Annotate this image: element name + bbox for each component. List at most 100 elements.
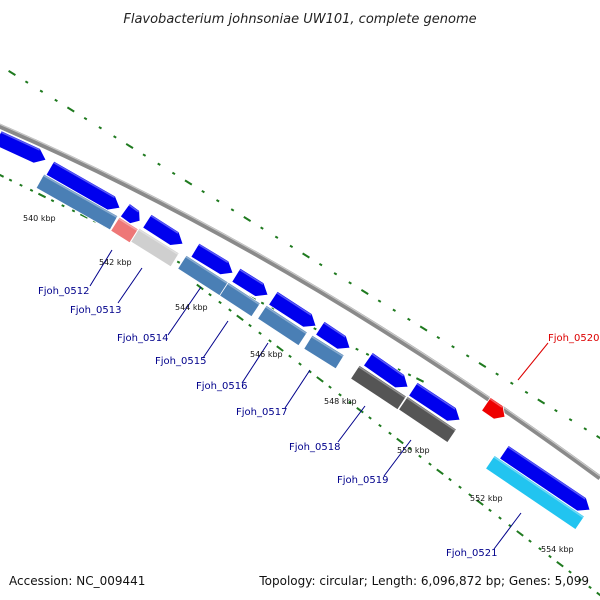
genome-backbone <box>0 123 600 481</box>
tick-mark <box>8 178 13 182</box>
gene-feature <box>119 202 141 225</box>
tick-mark <box>218 300 222 305</box>
gene-highlight <box>371 353 404 377</box>
tick-mark <box>396 437 404 445</box>
tick-mark <box>66 106 75 113</box>
tick-mark <box>298 362 302 366</box>
tick-mark <box>176 260 181 264</box>
tick-mark <box>377 299 382 303</box>
tick-mark <box>407 317 411 322</box>
tick-mark <box>318 262 323 267</box>
kbp-labels: 540 kbp 542 kbp 544 kbp 546 kbp 548 kbp … <box>23 214 574 554</box>
gene-highlight <box>185 255 228 285</box>
tick-mark <box>356 406 364 414</box>
tick-mark <box>0 173 5 178</box>
tick-mark <box>578 577 582 582</box>
gene-labels: Fjoh_0512 Fjoh_0513 Fjoh_0514 Fjoh_0515 … <box>38 286 599 559</box>
gene-highlight <box>42 174 118 218</box>
tick-mark <box>596 435 600 440</box>
label-leaders <box>89 249 549 550</box>
gene-highlight <box>493 455 585 519</box>
tick-mark <box>407 373 412 377</box>
kbp-label: 540 kbp <box>23 214 56 223</box>
leader-line <box>117 267 143 304</box>
tick-mark <box>415 377 425 383</box>
tick-mark <box>39 89 44 93</box>
gene-highlight <box>311 335 344 358</box>
tick-mark <box>19 183 23 187</box>
gene-features <box>0 130 591 531</box>
tick-mark <box>184 179 193 186</box>
tick-mark <box>348 400 352 405</box>
gene-feature <box>0 130 47 164</box>
gene-feature <box>480 396 506 420</box>
gene-label-fjoh-0513[interactable]: Fjoh_0513 <box>70 305 121 316</box>
tick-mark <box>419 325 428 332</box>
tick-mark <box>302 252 310 259</box>
tick-mark <box>554 408 558 413</box>
gene-feature <box>484 454 586 531</box>
tick-mark <box>8 70 16 76</box>
kbp-label: 552 kbp <box>470 494 503 503</box>
gene-highlight <box>416 382 456 410</box>
gene-feature <box>268 290 317 328</box>
gene-label-fjoh-0512[interactable]: Fjoh_0512 <box>38 286 89 297</box>
tick-mark <box>333 272 338 276</box>
tick-mark <box>271 306 275 310</box>
gene-label-fjoh-0520[interactable]: Fjoh_0520 <box>548 333 599 344</box>
gene-highlight <box>0 131 40 151</box>
tick-mark <box>348 281 352 285</box>
kbp-label: 554 kbp <box>541 545 574 554</box>
gene-feature <box>362 351 409 389</box>
tick-mark <box>83 116 88 121</box>
tick-mark <box>216 199 220 203</box>
tick-mark <box>79 213 89 219</box>
gene-label-fjoh-0514[interactable]: Fjoh_0514 <box>117 333 168 344</box>
tick-mark <box>397 368 401 372</box>
tick-mark <box>368 416 372 420</box>
tick-mark <box>436 335 441 340</box>
accession-text: Accession: NC_009441 <box>9 574 145 588</box>
tick-mark <box>54 98 58 103</box>
tick-mark <box>274 235 279 239</box>
map-title: Flavobacterium johnsoniae UW101, complet… <box>123 12 476 27</box>
gene-highlight <box>227 282 261 306</box>
tick-mark <box>288 354 292 359</box>
gene-feature <box>303 334 345 370</box>
tick-mark <box>355 347 359 351</box>
tick-mark <box>568 570 572 574</box>
gene-highlight <box>323 321 346 338</box>
tick-mark <box>538 547 542 551</box>
tick-mark <box>29 188 34 192</box>
tick-mark <box>588 585 592 590</box>
tick-mark <box>201 189 205 194</box>
tick-mark <box>516 530 524 537</box>
tick-mark <box>524 390 529 395</box>
gene-label-fjoh-0516[interactable]: Fjoh_0516 <box>196 381 247 392</box>
tick-mark <box>228 308 232 312</box>
tick-mark <box>24 80 29 84</box>
gene-label-fjoh-0518[interactable]: Fjoh_0518 <box>289 442 340 453</box>
gene-label-fjoh-0515[interactable]: Fjoh_0515 <box>155 356 206 367</box>
tick-mark <box>260 226 264 230</box>
gene-highlight <box>52 161 115 199</box>
tick-mark <box>451 345 455 349</box>
gene-label-fjoh-0517[interactable]: Fjoh_0517 <box>236 407 287 418</box>
gene-highlight <box>265 305 308 335</box>
tick-mark <box>61 204 65 208</box>
topology-text: Topology: circular; Length: 6,096,872 bp… <box>258 574 589 588</box>
gene-highlight <box>406 396 457 432</box>
gene-feature <box>142 213 184 246</box>
tick-mark <box>448 477 452 482</box>
gene-highlight <box>138 228 179 256</box>
gene-label-fjoh-0521[interactable]: Fjoh_0521 <box>446 548 497 559</box>
gene-label-fjoh-0519[interactable]: Fjoh_0519 <box>337 475 388 486</box>
tick-mark <box>436 468 444 476</box>
gene-feature <box>257 304 308 347</box>
leader-line <box>493 512 522 550</box>
tick-mark <box>236 314 244 322</box>
tick-mark <box>556 560 564 568</box>
tick-mark <box>248 323 252 328</box>
tick-mark <box>171 171 176 176</box>
